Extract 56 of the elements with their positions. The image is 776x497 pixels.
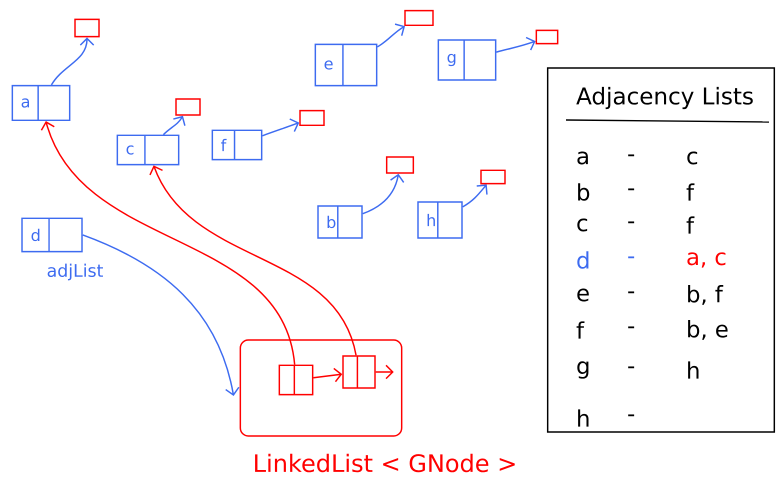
table-cell: h [688, 361, 698, 379]
arrow [496, 36, 536, 53]
list-node-box: b [317, 205, 363, 239]
table-cell: d [577, 251, 588, 269]
list-node-box: h [417, 201, 463, 239]
table-cell: - [628, 154, 634, 156]
table-cell: a [577, 151, 588, 164]
table-cell: - [628, 256, 634, 258]
table-cell: b, f [688, 285, 724, 305]
arrow [262, 118, 300, 136]
table-cell: a, c [687, 252, 726, 268]
table-cell: c [577, 218, 588, 232]
variable-label: adjList [48, 264, 103, 280]
empty-box [386, 156, 414, 174]
list-node-box [342, 355, 376, 389]
table-cell: b, e [688, 320, 728, 340]
arrow [162, 116, 186, 136]
caption-text: LinkedList < GNode > [255, 454, 515, 472]
list-node-box: c [116, 134, 180, 166]
empty-box [175, 98, 201, 116]
table-cell: - [628, 366, 634, 368]
table-cell: e [577, 288, 589, 302]
list-node-box: f [212, 130, 262, 160]
empty-box [299, 110, 325, 126]
table-cell: f [686, 183, 694, 201]
arrow [376, 364, 394, 380]
table-cell: - [628, 414, 634, 416]
list-node-box: a [12, 84, 70, 122]
arrow [313, 368, 342, 382]
list-node-box: d [21, 218, 83, 252]
table-cell: b [578, 183, 590, 201]
arrow [40, 121, 296, 365]
arrow [462, 184, 488, 208]
table-cell: f [576, 321, 584, 339]
empty-box [480, 170, 506, 184]
table-cell: - [628, 291, 634, 294]
arrow [149, 165, 357, 356]
empty-box [404, 10, 434, 26]
linked-list-box [240, 339, 402, 437]
table-heading: Adjacency Lists [576, 86, 753, 110]
empty-box [536, 30, 558, 44]
arrow [362, 174, 404, 214]
list-node-box [278, 364, 314, 396]
table-cell: - [628, 188, 634, 190]
table-cell: - [628, 221, 634, 224]
arrow [50, 37, 94, 86]
empty-box [74, 18, 100, 38]
table-cell: h [578, 409, 588, 427]
table-cell: c [687, 151, 698, 164]
list-node-box: e [314, 44, 378, 86]
arrow [377, 23, 406, 48]
arrow [82, 234, 240, 396]
table-cell: g [577, 361, 588, 379]
table-cell: - [628, 326, 634, 328]
table-cell: f [686, 216, 694, 234]
list-node-box: g [438, 39, 496, 81]
